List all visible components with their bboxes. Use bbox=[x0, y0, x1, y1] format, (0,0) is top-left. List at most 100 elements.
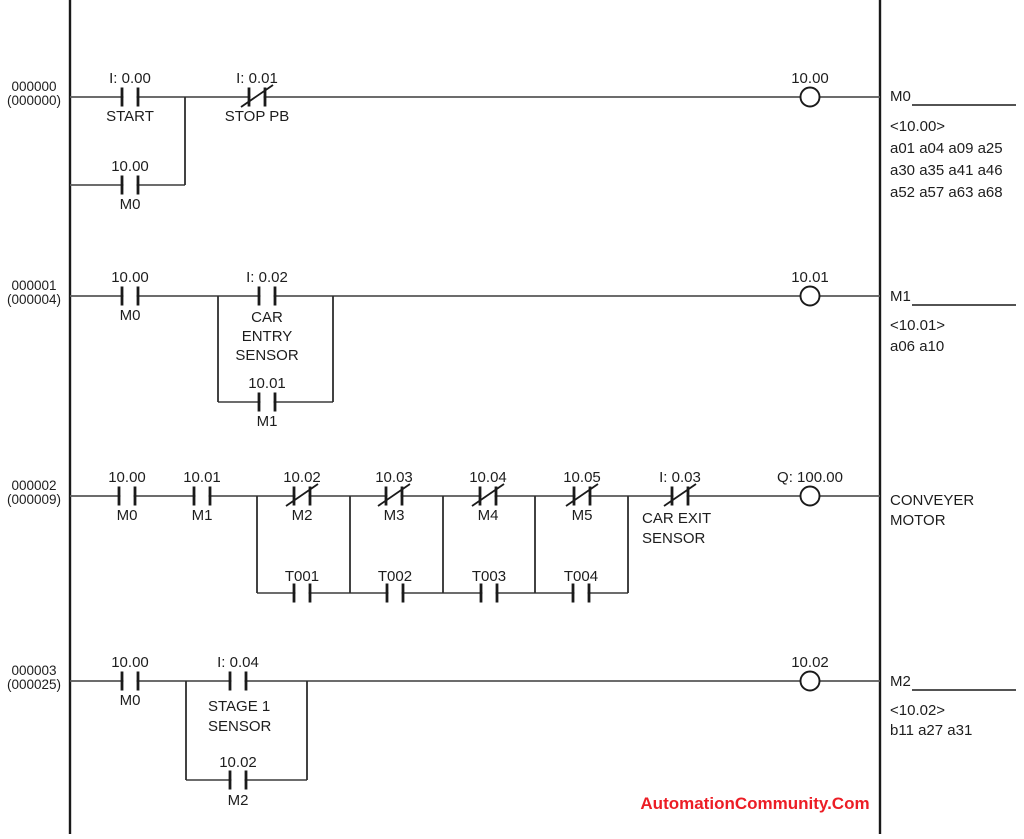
contact-label: M2 bbox=[228, 792, 249, 809]
contact-address: I: 0.03 bbox=[659, 469, 701, 486]
nc-slash-icon bbox=[285, 483, 319, 507]
contact-label: M1 bbox=[257, 413, 278, 430]
contact-start[interactable] bbox=[120, 87, 140, 107]
contact-car-entry-sensor[interactable] bbox=[257, 286, 277, 306]
contact-m2[interactable] bbox=[285, 483, 319, 507]
nc-slash-icon bbox=[663, 483, 697, 507]
output-xref: a06 a10 bbox=[890, 338, 944, 355]
contact-address: 10.05 bbox=[563, 469, 601, 486]
contact-address: I: 0.02 bbox=[246, 269, 288, 286]
coil-icon bbox=[799, 86, 821, 108]
contact-label: M0 bbox=[120, 692, 141, 709]
contact-address: 10.03 bbox=[375, 469, 413, 486]
coil-icon bbox=[799, 670, 821, 692]
rung-number: 000003 bbox=[11, 663, 56, 678]
contact-m0[interactable] bbox=[120, 671, 140, 691]
contact-address: I: 0.00 bbox=[109, 70, 151, 87]
contact-m3[interactable] bbox=[377, 483, 411, 507]
contact-label: M1 bbox=[192, 507, 213, 524]
nc-slash-icon bbox=[565, 483, 599, 507]
output-name: M1 bbox=[890, 288, 911, 305]
rung-step: (000000) bbox=[7, 93, 61, 108]
output-name: M0 bbox=[890, 88, 911, 105]
coil-icon bbox=[799, 285, 821, 307]
coil-m2[interactable] bbox=[799, 670, 821, 692]
contact-stage1-sensor[interactable] bbox=[228, 671, 248, 691]
coil-conveyer-motor[interactable] bbox=[799, 485, 821, 507]
contact-label: M0 bbox=[120, 196, 141, 213]
contact-gap bbox=[482, 587, 496, 599]
contact-gap bbox=[123, 675, 137, 687]
contact-address: 10.00 bbox=[111, 158, 149, 175]
contact-address: 10.02 bbox=[219, 754, 257, 771]
contact-label: START bbox=[106, 108, 154, 125]
contact-label: M4 bbox=[478, 507, 499, 524]
contact-address: I: 0.04 bbox=[217, 654, 259, 671]
coil-icon bbox=[799, 485, 821, 507]
output-xref: a01 a04 a09 a25 bbox=[890, 140, 1003, 157]
contact-m4[interactable] bbox=[471, 483, 505, 507]
contact-address: 10.00 bbox=[111, 269, 149, 286]
rung-1: 000001 (000004) 10.00 M0 I: 0.02 CAR ENT… bbox=[7, 269, 1016, 430]
contact-gap bbox=[123, 91, 137, 103]
contact-m0[interactable] bbox=[120, 286, 140, 306]
contact-label: M2 bbox=[292, 507, 313, 524]
output-xref: b11 a27 a31 bbox=[890, 722, 972, 739]
contact-address: 10.00 bbox=[111, 654, 149, 671]
contact-label: T004 bbox=[564, 568, 598, 585]
contact-m0[interactable] bbox=[117, 486, 137, 506]
rung-step: (000025) bbox=[7, 677, 61, 692]
output-address-tag: <10.01> bbox=[890, 317, 945, 334]
contact-gap bbox=[123, 290, 137, 302]
contact-address: 10.01 bbox=[248, 375, 286, 392]
contact-t001[interactable] bbox=[292, 583, 312, 603]
contact-gap bbox=[120, 490, 134, 502]
contact-label: T002 bbox=[378, 568, 412, 585]
contact-label: ENTRY bbox=[242, 328, 293, 345]
coil-address: 10.01 bbox=[791, 269, 829, 286]
nc-slash-icon bbox=[377, 483, 411, 507]
nc-slash-icon bbox=[240, 84, 274, 108]
contact-gap bbox=[231, 675, 245, 687]
contact-t002[interactable] bbox=[385, 583, 405, 603]
contact-t003[interactable] bbox=[479, 583, 499, 603]
rung-2: 000002 (000009) 10.00 M0 10.01 M1 bbox=[7, 469, 974, 603]
contact-gap bbox=[195, 490, 209, 502]
contact-address: 10.00 bbox=[108, 469, 146, 486]
contact-m1-seal[interactable] bbox=[257, 392, 277, 412]
contact-gap bbox=[260, 396, 274, 408]
contact-m2-seal[interactable] bbox=[228, 770, 248, 790]
contact-label: M3 bbox=[384, 507, 405, 524]
contact-label: CAR EXIT bbox=[642, 510, 711, 527]
rung-step: (000004) bbox=[7, 292, 61, 307]
contact-gap bbox=[231, 774, 245, 786]
output-name: M2 bbox=[890, 673, 911, 690]
coil-m1[interactable] bbox=[799, 285, 821, 307]
output-name: MOTOR bbox=[890, 512, 946, 529]
contact-stop-pb[interactable] bbox=[240, 84, 274, 108]
output-xref: a52 a57 a63 a68 bbox=[890, 184, 1003, 201]
contact-m1[interactable] bbox=[192, 486, 212, 506]
contact-t004[interactable] bbox=[571, 583, 591, 603]
rung-3: 000003 (000025) 10.00 M0 I: 0.04 STAGE 1… bbox=[7, 654, 1016, 809]
contact-label: SENSOR bbox=[235, 347, 299, 364]
coil-m0[interactable] bbox=[799, 86, 821, 108]
output-xref: a30 a35 a41 a46 bbox=[890, 162, 1003, 179]
contact-label: SENSOR bbox=[642, 530, 706, 547]
contact-label: SENSOR bbox=[208, 718, 272, 735]
contact-address: 10.02 bbox=[283, 469, 321, 486]
contact-m0-seal[interactable] bbox=[120, 175, 140, 195]
rung-step: (000009) bbox=[7, 492, 61, 507]
contact-label: CAR bbox=[251, 309, 283, 326]
nc-slash-icon bbox=[471, 483, 505, 507]
contact-car-exit-sensor[interactable] bbox=[663, 483, 697, 507]
contact-address: 10.04 bbox=[469, 469, 507, 486]
contact-gap bbox=[295, 587, 309, 599]
rung-0: 000000 (000000) I: 0.00 START I: 0.01 ST… bbox=[7, 70, 1016, 213]
coil-address: Q: 100.00 bbox=[777, 469, 843, 486]
output-name: CONVEYER bbox=[890, 492, 974, 509]
contact-m5[interactable] bbox=[565, 483, 599, 507]
contact-label: M5 bbox=[572, 507, 593, 524]
contact-label: T001 bbox=[285, 568, 319, 585]
